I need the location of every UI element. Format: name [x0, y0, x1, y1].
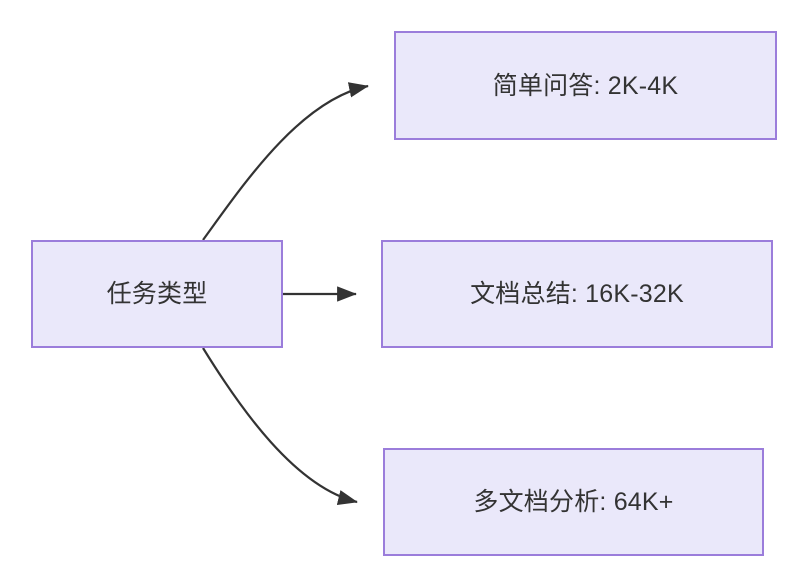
- edge-root-simple: [202, 82, 369, 241]
- node-document-summary-label: 文档总结: 16K-32K: [470, 280, 684, 308]
- node-multi-document-analysis[interactable]: 多文档分析: 64K+: [383, 448, 764, 556]
- node-simple-qa[interactable]: 简单问答: 2K-4K: [394, 31, 777, 140]
- node-multi-document-analysis-label: 多文档分析: 64K+: [473, 488, 674, 516]
- node-root-task-type[interactable]: 任务类型: [31, 240, 283, 348]
- node-document-summary[interactable]: 文档总结: 16K-32K: [381, 240, 773, 348]
- node-simple-qa-label: 简单问答: 2K-4K: [492, 71, 679, 100]
- node-root-label: 任务类型: [106, 280, 208, 308]
- edge-root-multi: [202, 347, 358, 506]
